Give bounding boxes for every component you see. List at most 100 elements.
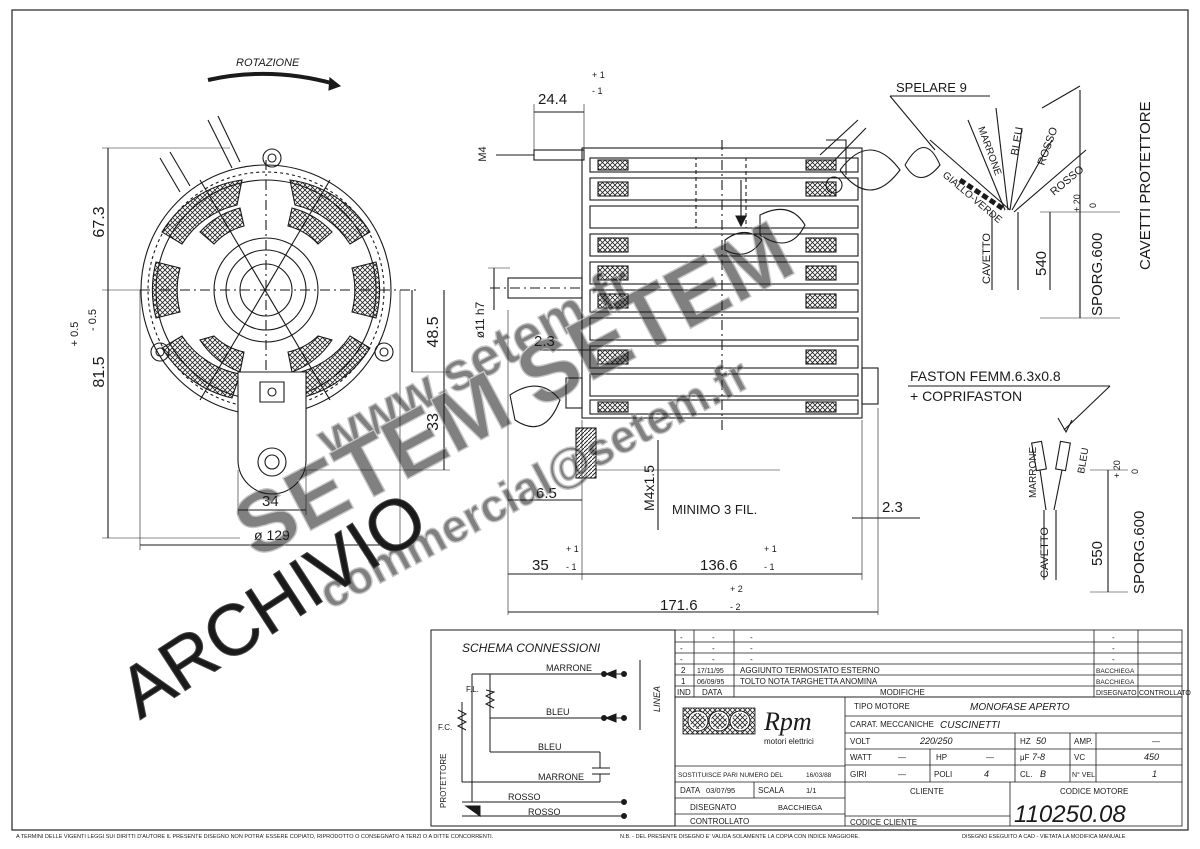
- rev-data: 06/09/95: [697, 679, 724, 686]
- poli-value: 4: [984, 769, 989, 779]
- faston-detail: [908, 385, 1128, 593]
- rev-desc: -: [750, 655, 753, 664]
- label-marrone-faston: MARRONE: [1028, 447, 1039, 498]
- schema-fc: F.C.: [438, 723, 452, 732]
- rpm-logo: Rpm motori elettrici: [682, 707, 814, 746]
- rev-data: -: [712, 655, 715, 664]
- sheet-border: [11, 9, 1189, 831]
- title-block: [674, 696, 1183, 827]
- tol-136-plus: + 1: [764, 544, 777, 554]
- revision-rows: - - - - - - - - - - - - 2 17/11/95 AGGIU…: [677, 633, 1191, 697]
- dim-2-3-b: 2.3: [882, 499, 903, 516]
- tol-24-plus: + 1: [592, 70, 605, 80]
- rev-header-controllato: CONTROLLATO: [1139, 690, 1191, 697]
- hz-value: 50: [1036, 736, 1046, 746]
- dim-540: 540: [1033, 251, 1050, 276]
- rev-desc: AGGIUNTO TERMOSTATO ESTERNO: [740, 666, 880, 675]
- codice-motore-value: 110250.08: [1014, 801, 1126, 828]
- tol-sporg-top: + 20: [1072, 194, 1082, 212]
- footer-nb: N.B. - DEL PRESENTE DISEGNO E' VALIDA SO…: [620, 834, 860, 840]
- schema-rosso-2: ROSSO: [528, 807, 561, 817]
- rev-dis: BACCHIEGA: [1096, 668, 1135, 675]
- cliente-label: CLIENTE: [910, 787, 944, 796]
- poli-label: POLI: [934, 770, 952, 779]
- label-spelare: SPELARE 9: [896, 80, 967, 95]
- footer-copyright: A TERMINI DELLE VIGENTI LEGGI SUI DIRITT…: [16, 834, 494, 840]
- tol-plus-0-5: + 0.5: [69, 322, 81, 347]
- vc-label: VC: [1074, 753, 1085, 762]
- sostituisce-date: 16/03/88: [806, 772, 832, 779]
- rev-header-modifiche: MODIFICHE: [880, 688, 925, 697]
- dim-171-6: 171.6: [660, 597, 698, 614]
- dim-67-3: 67.3: [91, 206, 108, 237]
- volt-value: 220/250: [919, 736, 953, 746]
- scala-label: SCALA: [758, 786, 785, 795]
- rev-dis: -: [1112, 655, 1115, 664]
- title-block-fields: TIPO MOTORE MONOFASE APERTO CARAT. MECCA…: [678, 702, 1160, 828]
- rpm-logo-sub: motori elettrici: [764, 737, 814, 746]
- data-label: DATA: [680, 786, 701, 795]
- tipo-value: MONOFASE APERTO: [970, 702, 1070, 713]
- watt-label: WATT: [850, 753, 872, 762]
- tol-24-minus: - 1: [592, 86, 603, 96]
- label-bleu-faston: BLEU: [1076, 447, 1091, 475]
- vc-value: 450: [1144, 752, 1159, 762]
- rev-ind: 1: [681, 677, 686, 686]
- rev-desc: TOLTO NOTA TARGHETTA ANOMINA: [740, 677, 878, 686]
- nvel-value: 1: [1152, 769, 1157, 779]
- schema-connessioni: [430, 629, 676, 827]
- rev-dis: BACCHIEGA: [1096, 679, 1135, 686]
- schema-rosso: ROSSO: [508, 792, 541, 802]
- uf-label: μF: [1020, 753, 1030, 762]
- hz-label: HZ: [1020, 737, 1031, 746]
- rev-data: -: [712, 633, 715, 642]
- hp-label: HP: [936, 753, 947, 762]
- tipo-label: TIPO MOTORE: [854, 702, 910, 711]
- carat-value: CUSCINETTI: [940, 720, 1000, 731]
- cl-value: B: [1040, 769, 1046, 779]
- dim-6-5: 6.5: [536, 485, 557, 502]
- tol-171-minus: - 2: [730, 602, 741, 612]
- dim-33: 33: [425, 413, 442, 431]
- carat-label: CARAT. MECCANICHE: [850, 720, 934, 729]
- tol-171-plus: + 2: [730, 584, 743, 594]
- disegnato-label: DISEGNATO: [690, 803, 736, 812]
- rev-header-ind: IND: [677, 688, 691, 697]
- giri-value: —: [898, 770, 906, 779]
- dim-m4: M4: [477, 146, 489, 161]
- tol-sporg-faston: + 20: [1112, 460, 1122, 478]
- rev-header-disegnato: DISEGNATO: [1096, 690, 1137, 697]
- dim-550: 550: [1089, 541, 1106, 566]
- tol-35-minus: - 1: [566, 562, 577, 572]
- rev-desc: -: [750, 644, 753, 653]
- rev-dis: -: [1112, 633, 1115, 642]
- dim-81-5: 81.5: [91, 356, 108, 387]
- volt-label: VOLT: [850, 737, 870, 746]
- rev-ind: 2: [681, 666, 686, 675]
- label-cavetto-faston: CAVETTO: [1039, 527, 1051, 578]
- rpm-logo-text: Rpm: [763, 707, 812, 736]
- giri-label: GIRI: [850, 770, 866, 779]
- amp-value: —: [1152, 737, 1160, 746]
- nvel-label: N° VEL.: [1072, 771, 1097, 779]
- codice-motore-label: CODICE MOTORE: [1060, 787, 1128, 796]
- dim-129: ø 129: [254, 527, 290, 543]
- schema-protettore: PROTETTORE: [439, 753, 448, 808]
- dim-sporg-600-top: SPORG.600: [1089, 233, 1106, 316]
- footer-notes: A TERMINI DELLE VIGENTI LEGGI SUI DIRITT…: [16, 834, 1126, 840]
- controllato-label: CONTROLLATO: [690, 817, 749, 826]
- rev-dis: -: [1112, 644, 1115, 653]
- schema-marrone: MARRONE: [546, 663, 592, 673]
- label-bleu-top: BLEU: [1009, 126, 1026, 156]
- tol-sporg-faston-0: 0: [1130, 469, 1140, 474]
- uf-value: 7-8: [1032, 752, 1045, 762]
- dim-m4x1-5: M4x1.5: [641, 465, 657, 511]
- motor-front-view: [102, 71, 450, 550]
- rotation-label: ROTAZIONE: [236, 57, 300, 69]
- label-cavetti-protettore: CAVETTI PROTETTORE: [1137, 101, 1154, 270]
- schema-title: SCHEMA CONNESSIONI: [462, 641, 601, 655]
- dim-minimo-3-fil: MINIMO 3 FIL.: [672, 502, 757, 517]
- rev-desc: -: [750, 633, 753, 642]
- rev-ind: -: [680, 655, 683, 664]
- dim-2-3-a: 2.3: [534, 333, 555, 350]
